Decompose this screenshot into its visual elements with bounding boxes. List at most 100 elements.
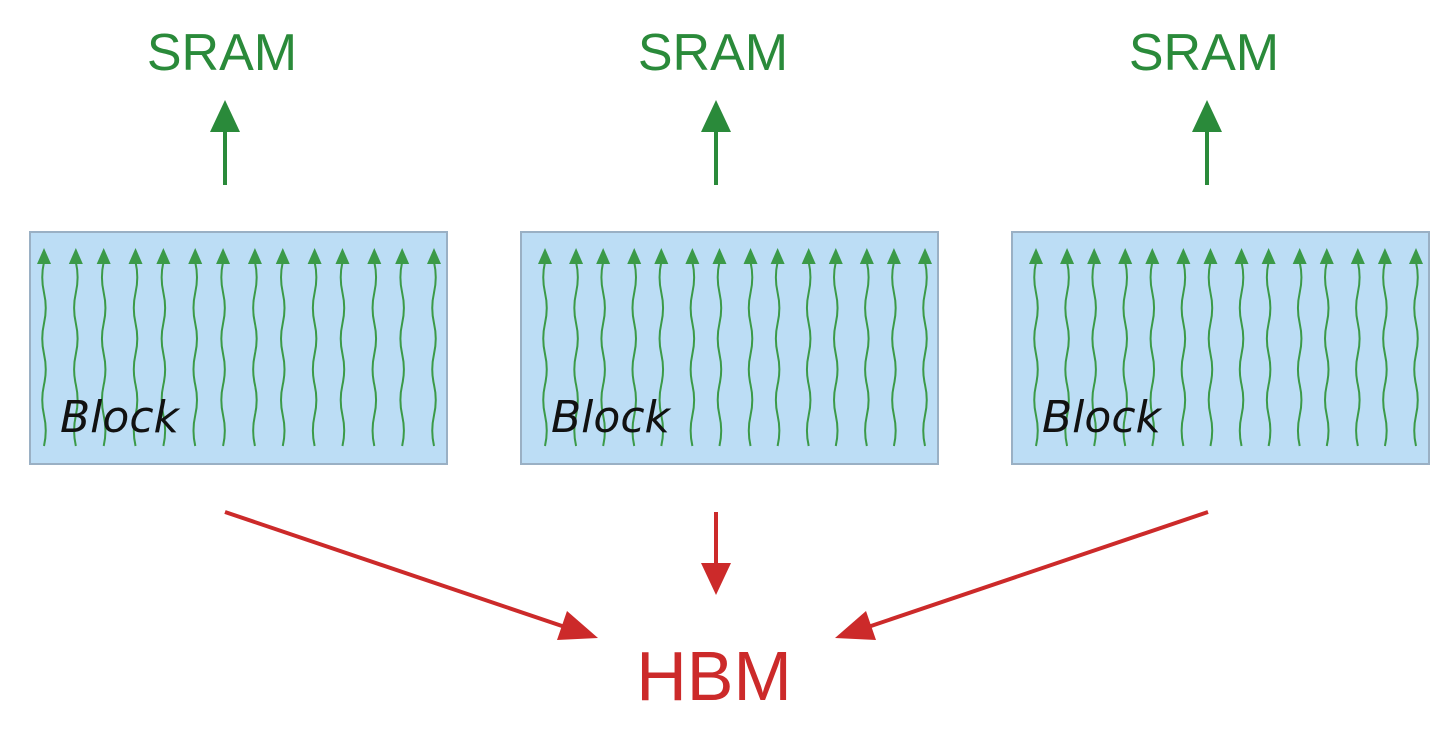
thread-line — [1296, 261, 1303, 447]
thread-arrowhead — [1118, 248, 1133, 264]
block-box-1 — [29, 231, 448, 465]
thread-arrowhead — [1203, 248, 1218, 264]
thread-arrowhead — [654, 248, 669, 264]
hbm-arrow-center — [701, 512, 731, 595]
thread-line — [631, 261, 637, 447]
thread-arrowhead — [1060, 248, 1075, 264]
thread-arrows-1 — [37, 248, 441, 447]
thread-arrowhead — [247, 248, 262, 264]
thread-arrowhead — [1292, 248, 1307, 264]
thread-line — [1238, 261, 1245, 447]
thread-line — [1324, 261, 1330, 447]
thread-arrowhead — [1087, 248, 1102, 264]
thread-arrowhead — [188, 248, 203, 264]
thread-line — [132, 261, 139, 447]
sram-label-2: SRAM — [638, 24, 788, 82]
thread-line — [280, 261, 286, 447]
sram-label-1: SRAM — [147, 24, 297, 82]
thread-arrowhead — [685, 248, 700, 264]
thread-arrowhead — [96, 248, 111, 264]
thread-arrowhead — [770, 248, 785, 264]
thread-arrowhead — [275, 248, 290, 264]
block-label-1: Block — [60, 392, 181, 443]
thread-arrowhead — [367, 248, 382, 264]
thread-line — [311, 261, 318, 447]
thread-line — [1413, 261, 1419, 447]
thread-arrowhead — [1176, 248, 1191, 264]
thread-arrowhead — [37, 248, 51, 264]
thread-line — [220, 261, 226, 447]
thread-line — [100, 261, 107, 447]
thread-arrowhead — [596, 248, 611, 264]
thread-arrowhead — [1261, 248, 1276, 264]
thread-line — [864, 261, 870, 447]
thread-line — [833, 261, 839, 447]
thread-arrowhead — [918, 248, 932, 264]
thread-line — [431, 261, 437, 447]
block-group-3: SRAM Block — [1011, 24, 1430, 465]
thread-line — [600, 261, 606, 447]
thread-arrowhead — [569, 248, 584, 264]
thread-arrowhead — [743, 248, 758, 264]
thread-line — [689, 261, 696, 447]
thread-line — [1149, 261, 1156, 447]
hbm-arrow-right — [835, 510, 1209, 640]
thread-line — [1382, 261, 1388, 447]
thread-line — [774, 261, 781, 447]
sram-up-arrow-2 — [701, 100, 731, 185]
thread-arrowhead — [1409, 248, 1423, 264]
sram-up-arrow-3 — [1192, 100, 1222, 185]
thread-arrows-3 — [1029, 248, 1423, 447]
thread-line — [73, 261, 79, 447]
sram-label-3: SRAM — [1129, 24, 1279, 82]
hbm-arrow-left — [224, 510, 598, 640]
thread-line — [805, 261, 812, 447]
thread-arrowhead — [1319, 248, 1334, 264]
thread-line — [371, 261, 378, 447]
thread-arrowhead — [627, 248, 642, 264]
thread-line — [1064, 261, 1070, 447]
thread-line — [1355, 261, 1361, 447]
sram-up-arrow-1 — [210, 100, 240, 185]
thread-arrowhead — [335, 248, 350, 264]
thread-line — [922, 261, 928, 447]
block-label-2: Block — [551, 392, 672, 443]
thread-line — [399, 261, 405, 447]
thread-arrows-2 — [538, 248, 932, 447]
thread-arrowhead — [68, 248, 83, 264]
thread-arrowhead — [1234, 248, 1249, 264]
thread-line — [1180, 261, 1187, 447]
thread-line — [160, 261, 167, 447]
thread-line — [891, 261, 897, 447]
thread-line — [747, 261, 754, 447]
thread-arrowhead — [1029, 248, 1043, 264]
thread-arrowhead — [801, 248, 816, 264]
hbm-label: HBM — [636, 637, 792, 715]
thread-arrowhead — [427, 248, 441, 264]
thread-arrowhead — [156, 248, 171, 264]
thread-arrowhead — [216, 248, 231, 264]
thread-line — [1122, 261, 1128, 447]
thread-line — [41, 261, 47, 447]
thread-arrowhead — [128, 248, 143, 264]
thread-line — [339, 261, 346, 447]
block-group-1: SRAM Block — [29, 24, 448, 465]
thread-line — [658, 261, 665, 447]
thread-arrowhead — [307, 248, 322, 264]
thread-arrowhead — [1145, 248, 1160, 264]
thread-arrowhead — [395, 248, 410, 264]
thread-arrowhead — [1377, 248, 1392, 264]
thread-line — [716, 261, 723, 447]
thread-arrowhead — [828, 248, 843, 264]
thread-line — [252, 261, 258, 447]
thread-arrowhead — [712, 248, 727, 264]
thread-arrowhead — [538, 248, 552, 264]
thread-arrowhead — [859, 248, 874, 264]
thread-line — [1207, 261, 1214, 447]
thread-line — [542, 261, 548, 447]
thread-line — [192, 261, 198, 447]
thread-arrowhead — [1350, 248, 1365, 264]
thread-line — [1091, 261, 1097, 447]
thread-line — [573, 261, 579, 447]
thread-arrowhead — [886, 248, 901, 264]
